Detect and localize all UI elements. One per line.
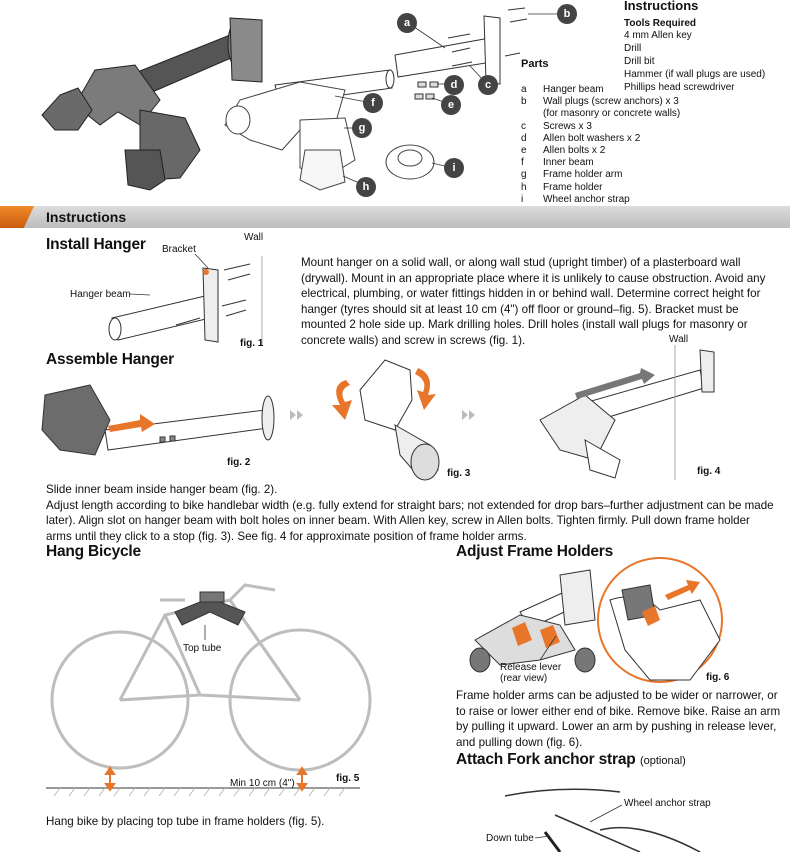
label-hanger-beam: Hanger beam (70, 289, 131, 300)
parts-illustration (41, 7, 565, 191)
adjust-text: Frame holder arms can be adjusted to be … (456, 689, 781, 749)
label-wall-fig4: Wall (669, 334, 689, 345)
tool-item: Hammer (if wall plugs are used) (624, 69, 766, 80)
assemble-heading: Assemble Hanger (46, 351, 174, 368)
callout-g: g (352, 118, 372, 138)
callout-i: i (444, 158, 464, 178)
band-accent (0, 206, 34, 228)
label-bracket: Bracket (162, 244, 196, 255)
instructions-title: Instructions (624, 0, 699, 13)
hang-text: Hang bike by placing top tube in frame h… (46, 815, 325, 828)
adjust-heading: Adjust Frame Holders (456, 543, 614, 560)
label-top-tube: Top tube (183, 643, 222, 654)
callout-d: d (444, 75, 464, 95)
label-release-lever: Release lever (500, 662, 562, 673)
fig6-label: fig. 6 (706, 672, 730, 683)
fig3-label: fig. 3 (447, 468, 471, 479)
list-item: (for masonry or concrete walls) (543, 108, 681, 120)
tool-item: Phillips head screwdriver (624, 82, 735, 93)
tool-item: Drill bit (624, 56, 655, 67)
band-title: Instructions (46, 209, 127, 225)
label-wall: Wall (244, 232, 264, 243)
parts-heading: Parts (521, 58, 549, 70)
install-heading: Install Hanger (46, 236, 146, 253)
assemble-text: Slide inner beam inside hanger beam (fig… (46, 483, 774, 543)
fig5-label: fig. 5 (336, 773, 360, 784)
fig4-label: fig. 4 (697, 466, 721, 477)
callout-b: b (557, 4, 577, 24)
fork-heading: Attach Fork anchor strap (optional) (456, 751, 686, 768)
fig2-label: fig. 2 (227, 457, 251, 468)
section-band (0, 206, 790, 228)
install-text: Mount hanger on a solid wall, or along w… (301, 256, 766, 347)
label-down-tube: Down tube (486, 833, 534, 844)
callout-e: e (441, 95, 461, 115)
tools-heading: Tools Required (624, 18, 697, 29)
label-min-height: Min 10 cm (4") (230, 778, 295, 789)
fig1-label: fig. 1 (240, 338, 264, 349)
tool-item: 4 mm Allen key (624, 30, 692, 41)
fork-optional: (optional) (639, 755, 686, 767)
tool-item: Drill (624, 43, 642, 54)
callout-f: f (363, 93, 383, 113)
callout-c: c (478, 75, 498, 95)
callout-h: h (356, 177, 376, 197)
hang-heading: Hang Bicycle (46, 543, 141, 560)
label-rear-view: (rear view) (500, 673, 548, 684)
label-wheel-strap: Wheel anchor strap (624, 798, 711, 809)
callout-a: a (397, 13, 417, 33)
